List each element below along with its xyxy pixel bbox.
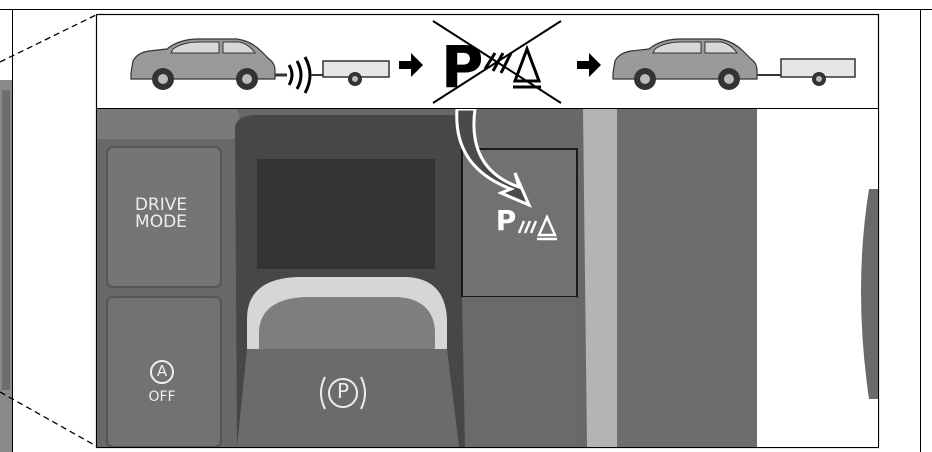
parking-assist-icon [517,214,557,241]
parking-assist-letter: P [495,204,517,237]
parking-assist-button[interactable]: P [495,205,571,245]
sequence-arrow-icon [577,53,601,77]
svg-text:P: P [441,33,484,101]
curved-arrow-icon [455,109,532,208]
auto-hold-off-label: OFF [148,389,176,405]
sequence-arrow-icon [399,53,423,77]
car-trailer-icon [612,38,856,90]
callout-dashed-line-bottom [0,391,99,448]
photo-right-margin [757,109,878,447]
parking-assist-disabled-icon: P [429,19,569,105]
callout-dashed-line-top [0,13,99,63]
epb-letter: P [336,379,350,403]
car-trailer-sensing-icon [130,38,390,94]
auto-hold-off-button[interactable]: A OFF [137,359,187,411]
auto-hold-letter: A [156,362,168,380]
auto-hold-icon [150,360,174,384]
epb-icon [320,376,366,410]
drive-mode-button[interactable]: DRIVE MODE [121,197,201,231]
sequence-strip: P [97,15,878,108]
electronic-parking-brake-button[interactable]: P [315,371,371,415]
center-console-photo: DRIVE MODE P A OFF P [97,109,757,447]
drive-mode-line2: MODE [135,212,187,232]
drive-mode-line1: DRIVE [134,195,188,215]
